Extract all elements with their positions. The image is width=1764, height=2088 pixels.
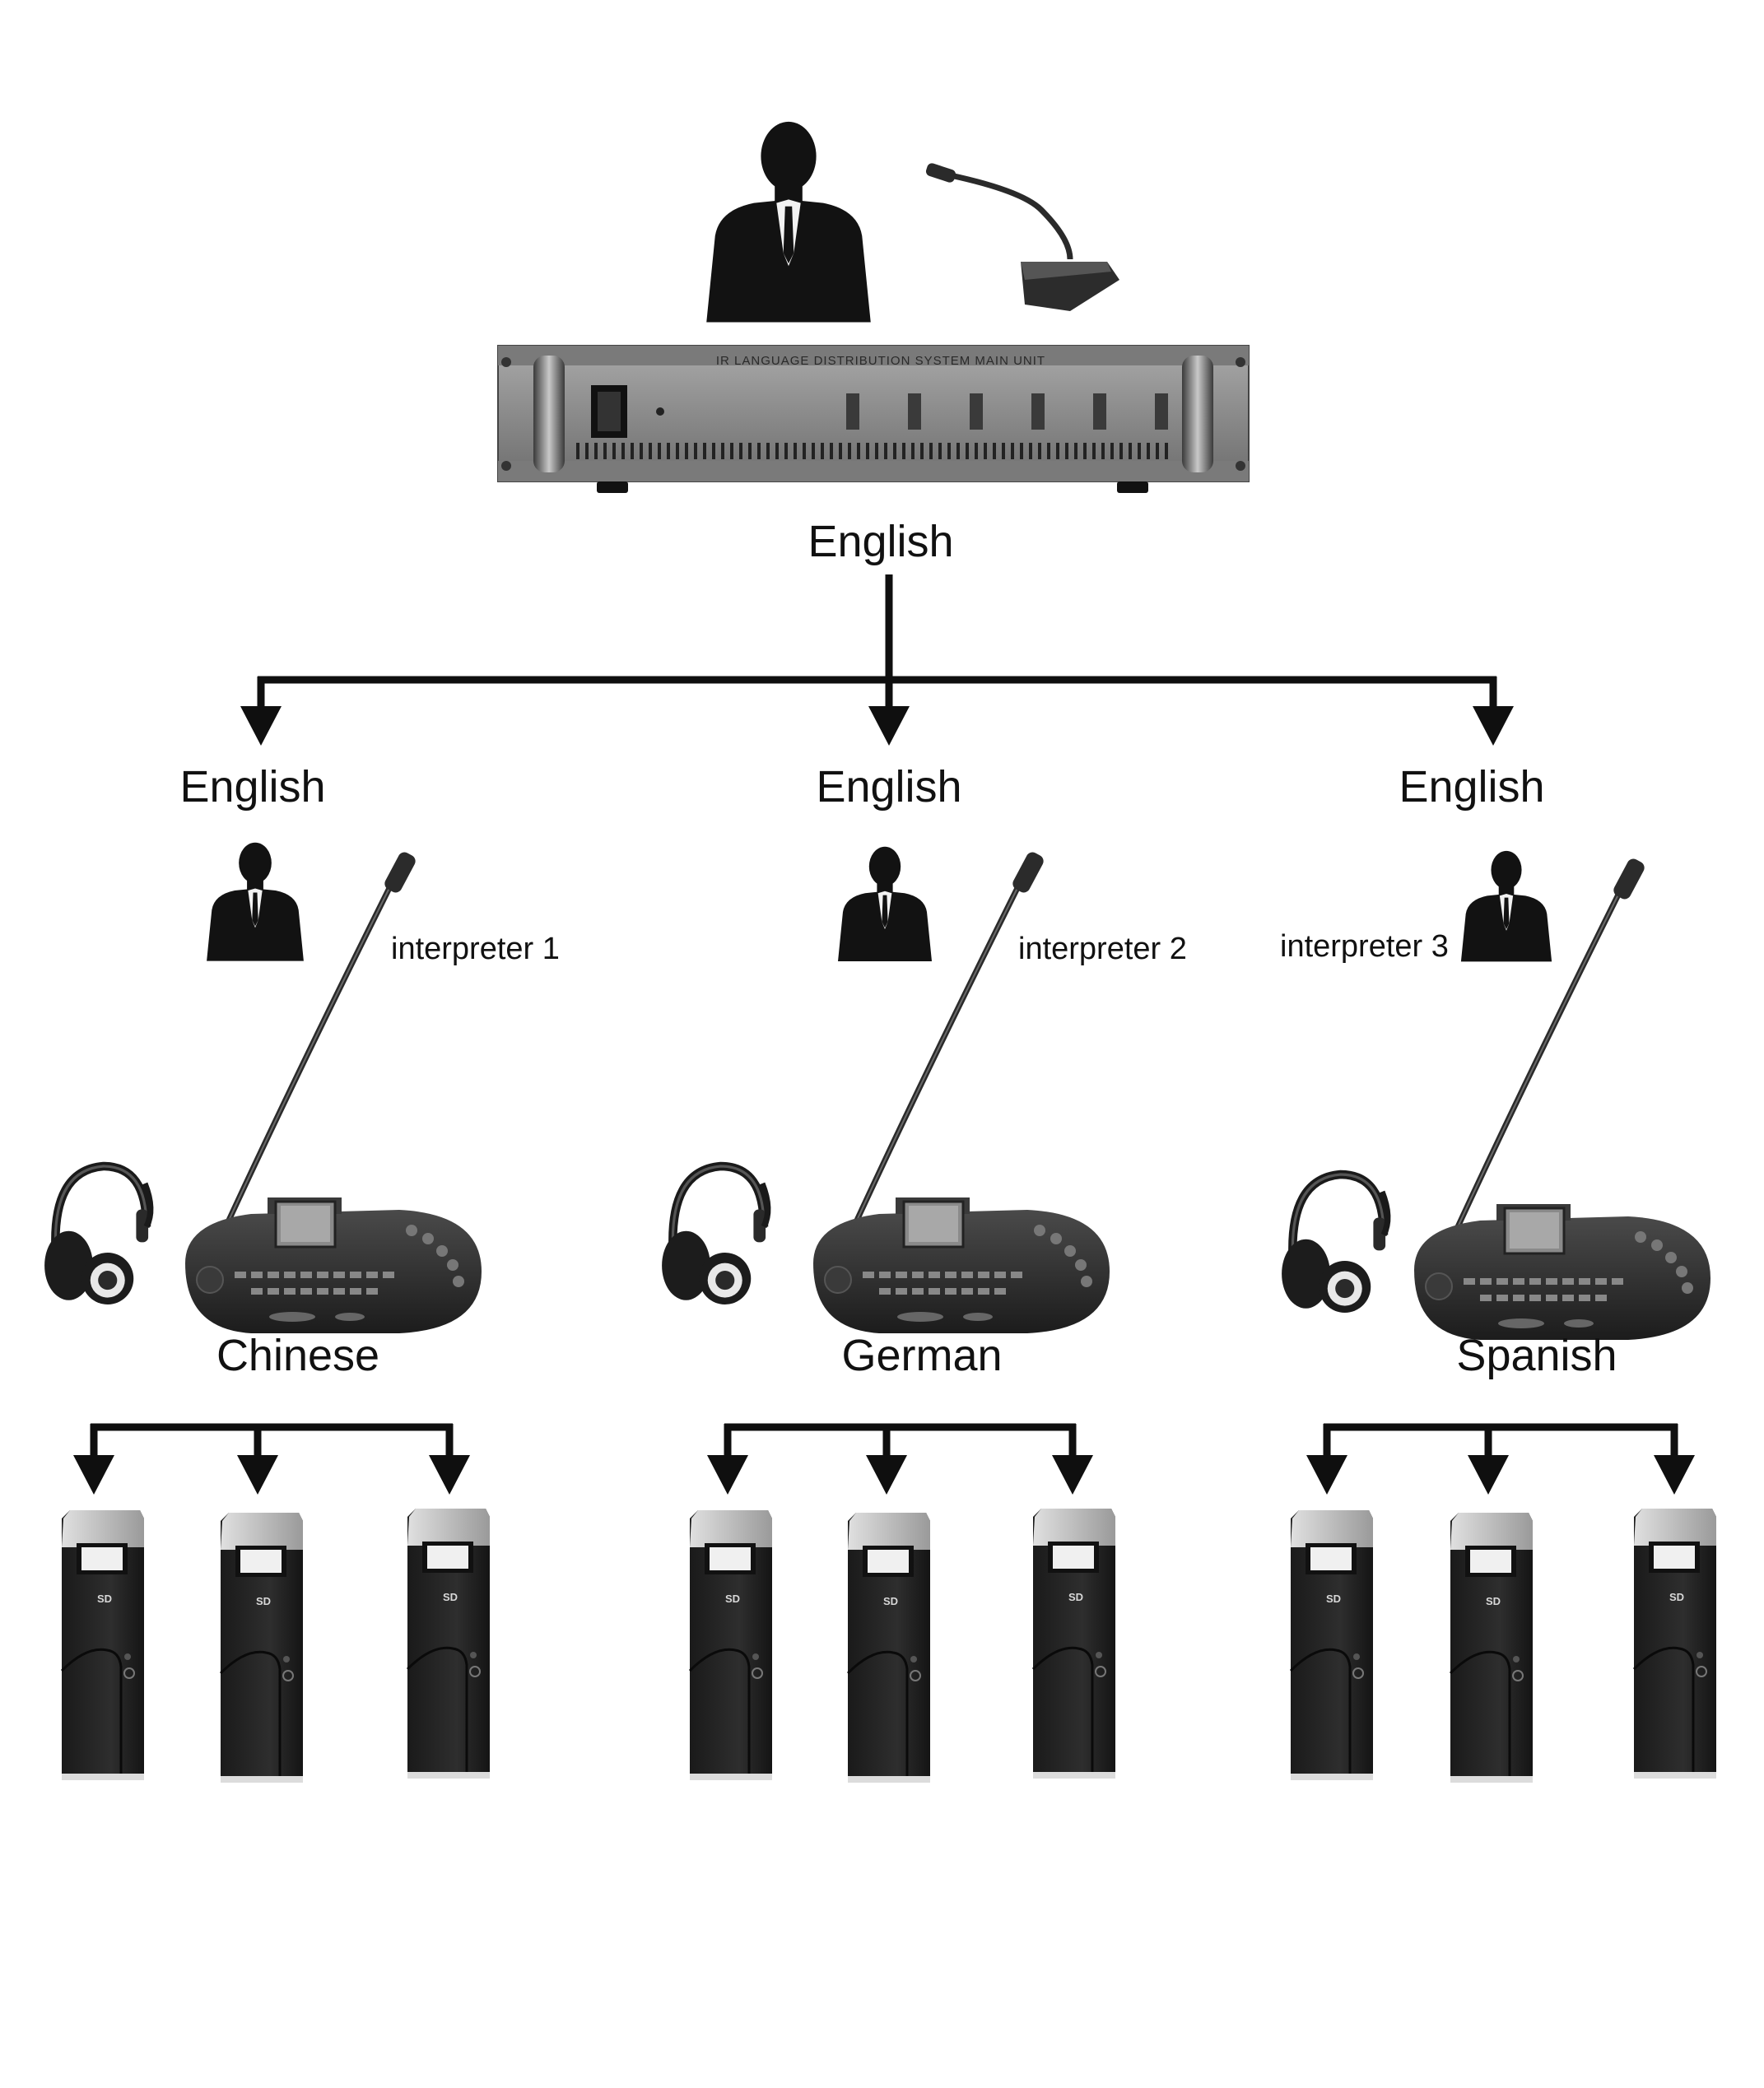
headphones-icon bbox=[1282, 1174, 1388, 1313]
branch-2: English interpreter 2 German bbox=[662, 762, 1187, 1784]
branch-output-language: Chinese bbox=[216, 1331, 379, 1380]
ir-receiver-icon bbox=[406, 1507, 491, 1780]
headphones-icon bbox=[662, 1166, 768, 1304]
gooseneck-microphone-icon bbox=[925, 163, 1119, 311]
ir-receiver-icon bbox=[688, 1509, 774, 1782]
ir-receiver-icon bbox=[219, 1511, 305, 1784]
ir-receiver-icon bbox=[1632, 1507, 1718, 1780]
ir-receiver-icon bbox=[846, 1511, 932, 1784]
receiver-arrows bbox=[707, 1423, 1093, 1495]
branch-3: English interpreter 3 Spanish bbox=[1280, 762, 1718, 1784]
main-unit-title: IR LANGUAGE DISTRIBUTION SYSTEM MAIN UNI… bbox=[716, 354, 1045, 368]
main-unit-output-language: English bbox=[808, 517, 953, 566]
headphones-icon bbox=[44, 1166, 151, 1304]
ir-receiver-icon bbox=[1289, 1509, 1375, 1782]
branch-input-language: English bbox=[816, 762, 961, 811]
ir-receiver-icon bbox=[1449, 1511, 1534, 1784]
branch-input-language: English bbox=[1399, 762, 1544, 811]
interpreter-silhouette-icon bbox=[1460, 850, 1552, 962]
interpreter-label: interpreter 3 bbox=[1280, 929, 1449, 964]
receiver-arrows bbox=[73, 1423, 470, 1495]
interpreter-silhouette-icon bbox=[207, 842, 304, 961]
ir-receiver-icon bbox=[60, 1509, 146, 1782]
branch-output-language: Spanish bbox=[1456, 1331, 1617, 1380]
interpreter-console-icon bbox=[1414, 857, 1710, 1340]
interpreter-label: interpreter 2 bbox=[1018, 932, 1187, 966]
speaker-silhouette-icon bbox=[706, 121, 871, 323]
rack-main-unit-icon: IR LANGUAGE DISTRIBUTION SYSTEM MAIN UNI… bbox=[497, 345, 1250, 493]
branch-1: English interpreter 1 Chinese bbox=[44, 762, 560, 1784]
receiver-arrows bbox=[1306, 1423, 1695, 1495]
distribution-arrows-main bbox=[240, 574, 1514, 746]
branch-output-language: German bbox=[841, 1331, 1002, 1380]
interpreter-label: interpreter 1 bbox=[391, 932, 560, 966]
ir-receiver-icon bbox=[1031, 1507, 1117, 1780]
branch-input-language: English bbox=[179, 762, 325, 811]
interpreter-silhouette-icon bbox=[838, 846, 932, 961]
